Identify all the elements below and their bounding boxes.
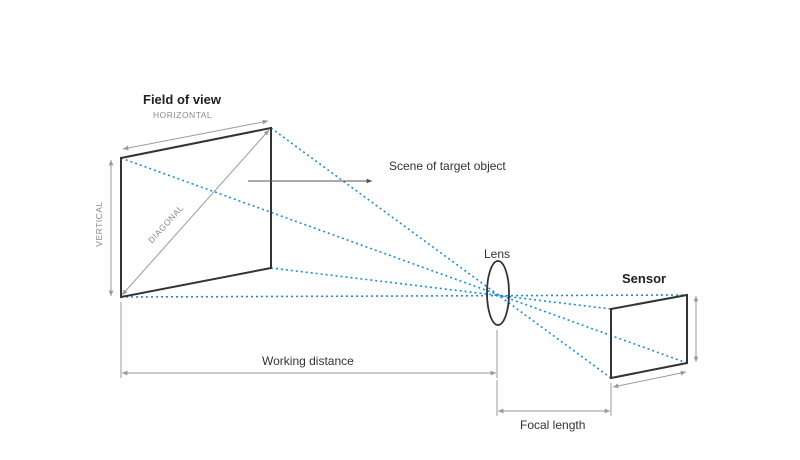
vertical-label: VERTICAL [94, 201, 104, 246]
diagonal-label: DIAGONAL [146, 203, 186, 245]
scene-label: Scene of target object [389, 159, 506, 173]
sensor-title: Sensor [622, 271, 666, 286]
ray-top-left [120, 157, 688, 364]
field-of-view-title: Field of view [143, 92, 222, 107]
focal-length-label: Focal length [520, 418, 585, 432]
horizontal-dimension-arrow [122, 119, 269, 151]
lens-icon [486, 260, 510, 326]
working-distance-label: Working distance [262, 354, 354, 368]
lens-label: Lens [484, 247, 510, 261]
ray-bottom-right [270, 267, 612, 310]
sensor-frame [610, 293, 688, 380]
ray-top-right [270, 127, 612, 379]
sensor-width-arrow [612, 370, 687, 389]
horizontal-label: HORIZONTAL [153, 110, 212, 120]
ray-bottom-left [120, 294, 688, 298]
diagonal-dimension-arrow [121, 129, 270, 296]
